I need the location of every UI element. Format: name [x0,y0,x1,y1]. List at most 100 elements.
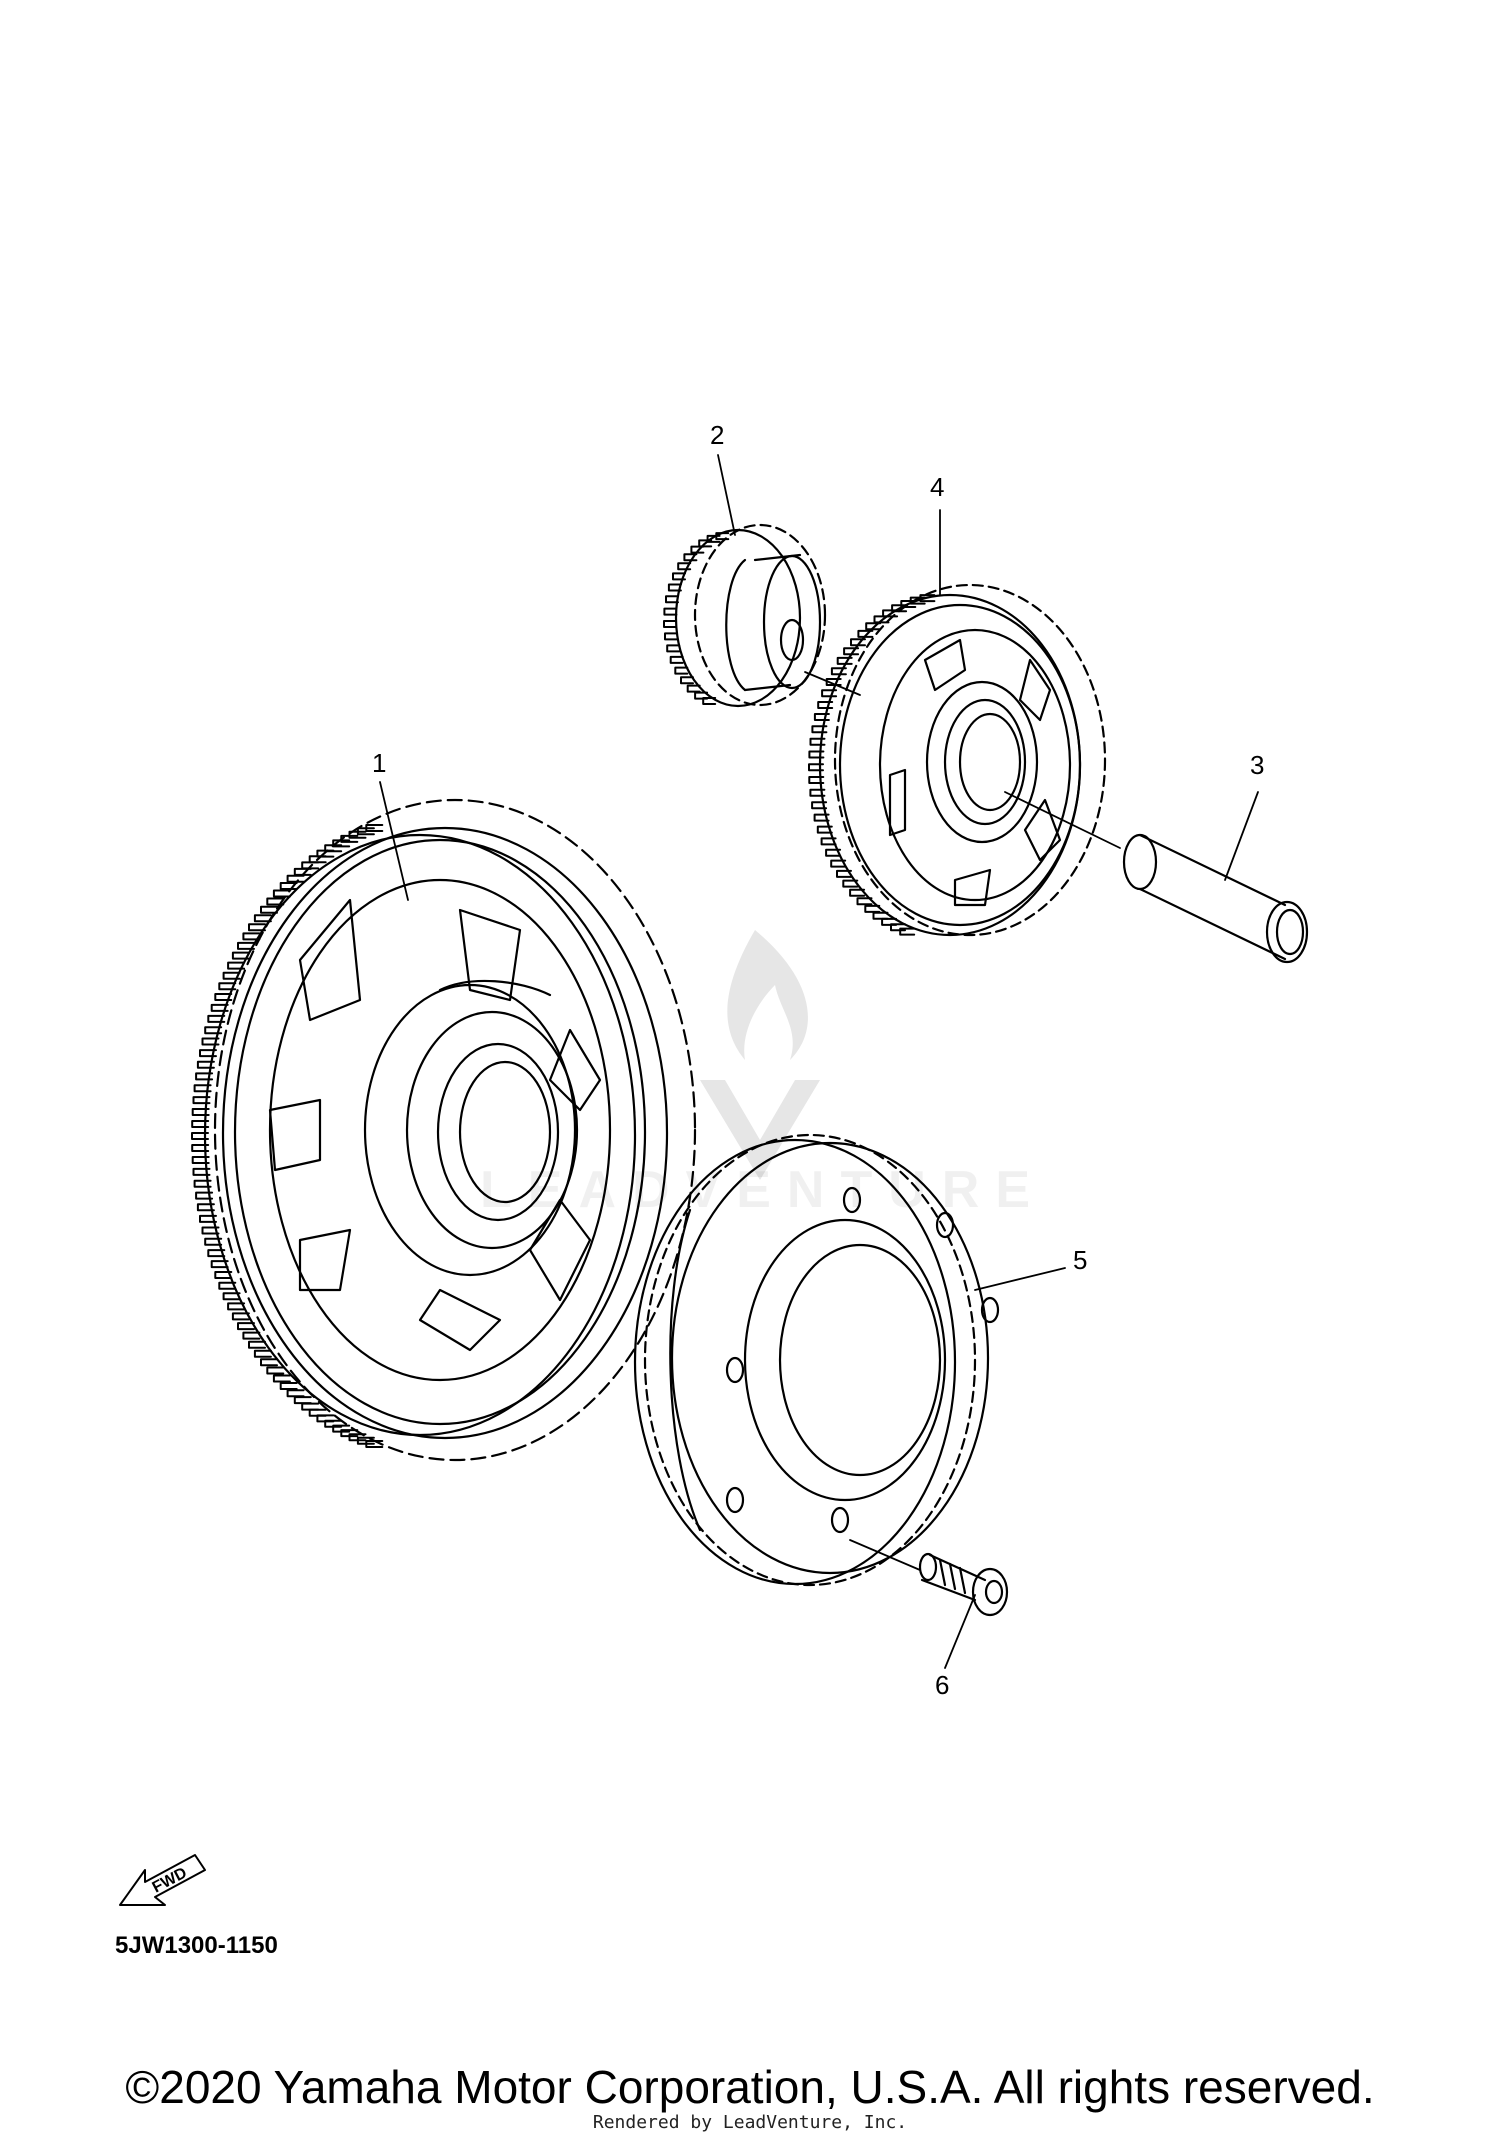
gear-tooth [849,888,866,897]
gear-tooth [900,600,917,608]
gear-tooth [227,1302,246,1311]
gear-tooth [706,534,721,543]
gear-tooth [809,788,826,797]
gear-tooth [201,1037,220,1046]
gear-tooth [204,1026,223,1035]
part-4-starter-clutch-gear [808,583,1107,937]
gear-4-teeth [808,594,936,936]
gear-tooth [222,1292,241,1301]
gear-tooth [881,917,898,926]
gear-tooth [266,897,285,906]
gear-tooth [237,941,255,950]
gear-tooth [266,1366,285,1375]
gear-tooth [842,879,859,888]
gear-tooth [210,1003,229,1012]
gear-tooth [690,545,705,554]
gear-tooth [808,750,825,759]
gear-tooth [666,644,681,653]
gear-tooth [272,1374,291,1383]
gear-tooth [193,1084,212,1093]
gear-tooth [365,824,384,832]
gear-tooth [207,1014,226,1023]
gear-tooth [207,1249,226,1258]
gear-tooth [210,1260,229,1269]
gear-tooth [218,1281,237,1290]
gear-tooth [272,889,291,898]
gear-tooth [293,1396,312,1405]
gear-tooth [663,607,678,616]
gear-tooth [677,562,692,571]
diagram-code: 5JW1300-1150 [115,1932,278,1959]
gear-tooth [214,993,233,1001]
gear-tooth [698,539,713,548]
gear-tooth [348,1433,367,1442]
gear-tooth [222,971,241,980]
gear-tooth [715,532,730,541]
gear-tooth [820,837,837,846]
gear-tooth [890,923,906,932]
gear-tooth [899,927,916,936]
gear-tooth [192,1096,211,1105]
part-6-bolt [918,1552,1009,1617]
rendered-by-notice: Rendered by LeadVenture, Inc. [592,2112,908,2133]
part-2-idler-gear [663,523,827,708]
callout-5: 5 [1073,1245,1088,1275]
gear-tooth [340,1429,359,1438]
gear-tooth [909,596,926,605]
gear-tooth [227,961,246,970]
gear-tooth [191,1144,210,1152]
gear-tooth [683,553,698,562]
callout-3: 3 [1250,750,1265,780]
part-3-shaft [1122,833,1309,964]
gear-tooth [665,595,679,604]
gear-tooth [817,701,834,709]
gear-tooth [808,776,825,784]
gear-tooth [248,1340,266,1349]
gear-tooth [816,825,833,834]
gear-tooth [260,1358,278,1367]
gear-tooth [286,874,305,883]
gear-tooth [808,763,824,772]
callout-6: 6 [935,1670,950,1700]
gear-tooth [201,1226,220,1235]
gear-tooth [811,801,828,810]
gear-tooth [231,1312,250,1321]
callout-1: 1 [372,748,387,778]
gear-tooth [237,1322,255,1331]
gear-tooth [231,951,250,960]
gear-tooth [821,689,838,698]
gear-tooth [836,656,853,665]
gear-tooth [669,655,684,664]
part-5-one-way-clutch [633,1133,1000,1587]
gear-tooth [836,869,852,878]
gear-tooth [248,923,266,932]
gear-tooth [191,1132,209,1140]
gear-tooth [218,982,237,991]
gear-1-teeth [191,824,384,1448]
gear-tooth [199,1214,217,1223]
copyright-notice: ©2020 Yamaha Motor Corporation, U.S.A. A… [125,2061,1375,2113]
gear-tooth [332,1424,351,1433]
gear-tooth [809,737,826,746]
gear-tooth [811,725,828,734]
fwd-arrow-icon [119,1854,206,1906]
gear-tooth [242,1331,261,1340]
gear-tooth [191,1120,210,1128]
gear-tooth [865,622,882,631]
gear-tooth [686,684,701,693]
gear-tooth [260,905,278,914]
gear-tooth [199,1049,217,1058]
gear-2-teeth [663,532,730,705]
gear-tooth [286,1389,305,1398]
gear-tooth [253,914,272,923]
gear-tooth [813,813,830,822]
gear-tooth [919,594,936,603]
gear-tooth [830,859,847,868]
gear-tooth [872,911,889,920]
gear-tooth [864,904,881,913]
gear-tooth [301,1402,320,1411]
watermark-text: LEADVENTURE [480,1161,1047,1219]
gear-tooth [242,932,261,941]
gear-tooth [195,1191,214,1200]
